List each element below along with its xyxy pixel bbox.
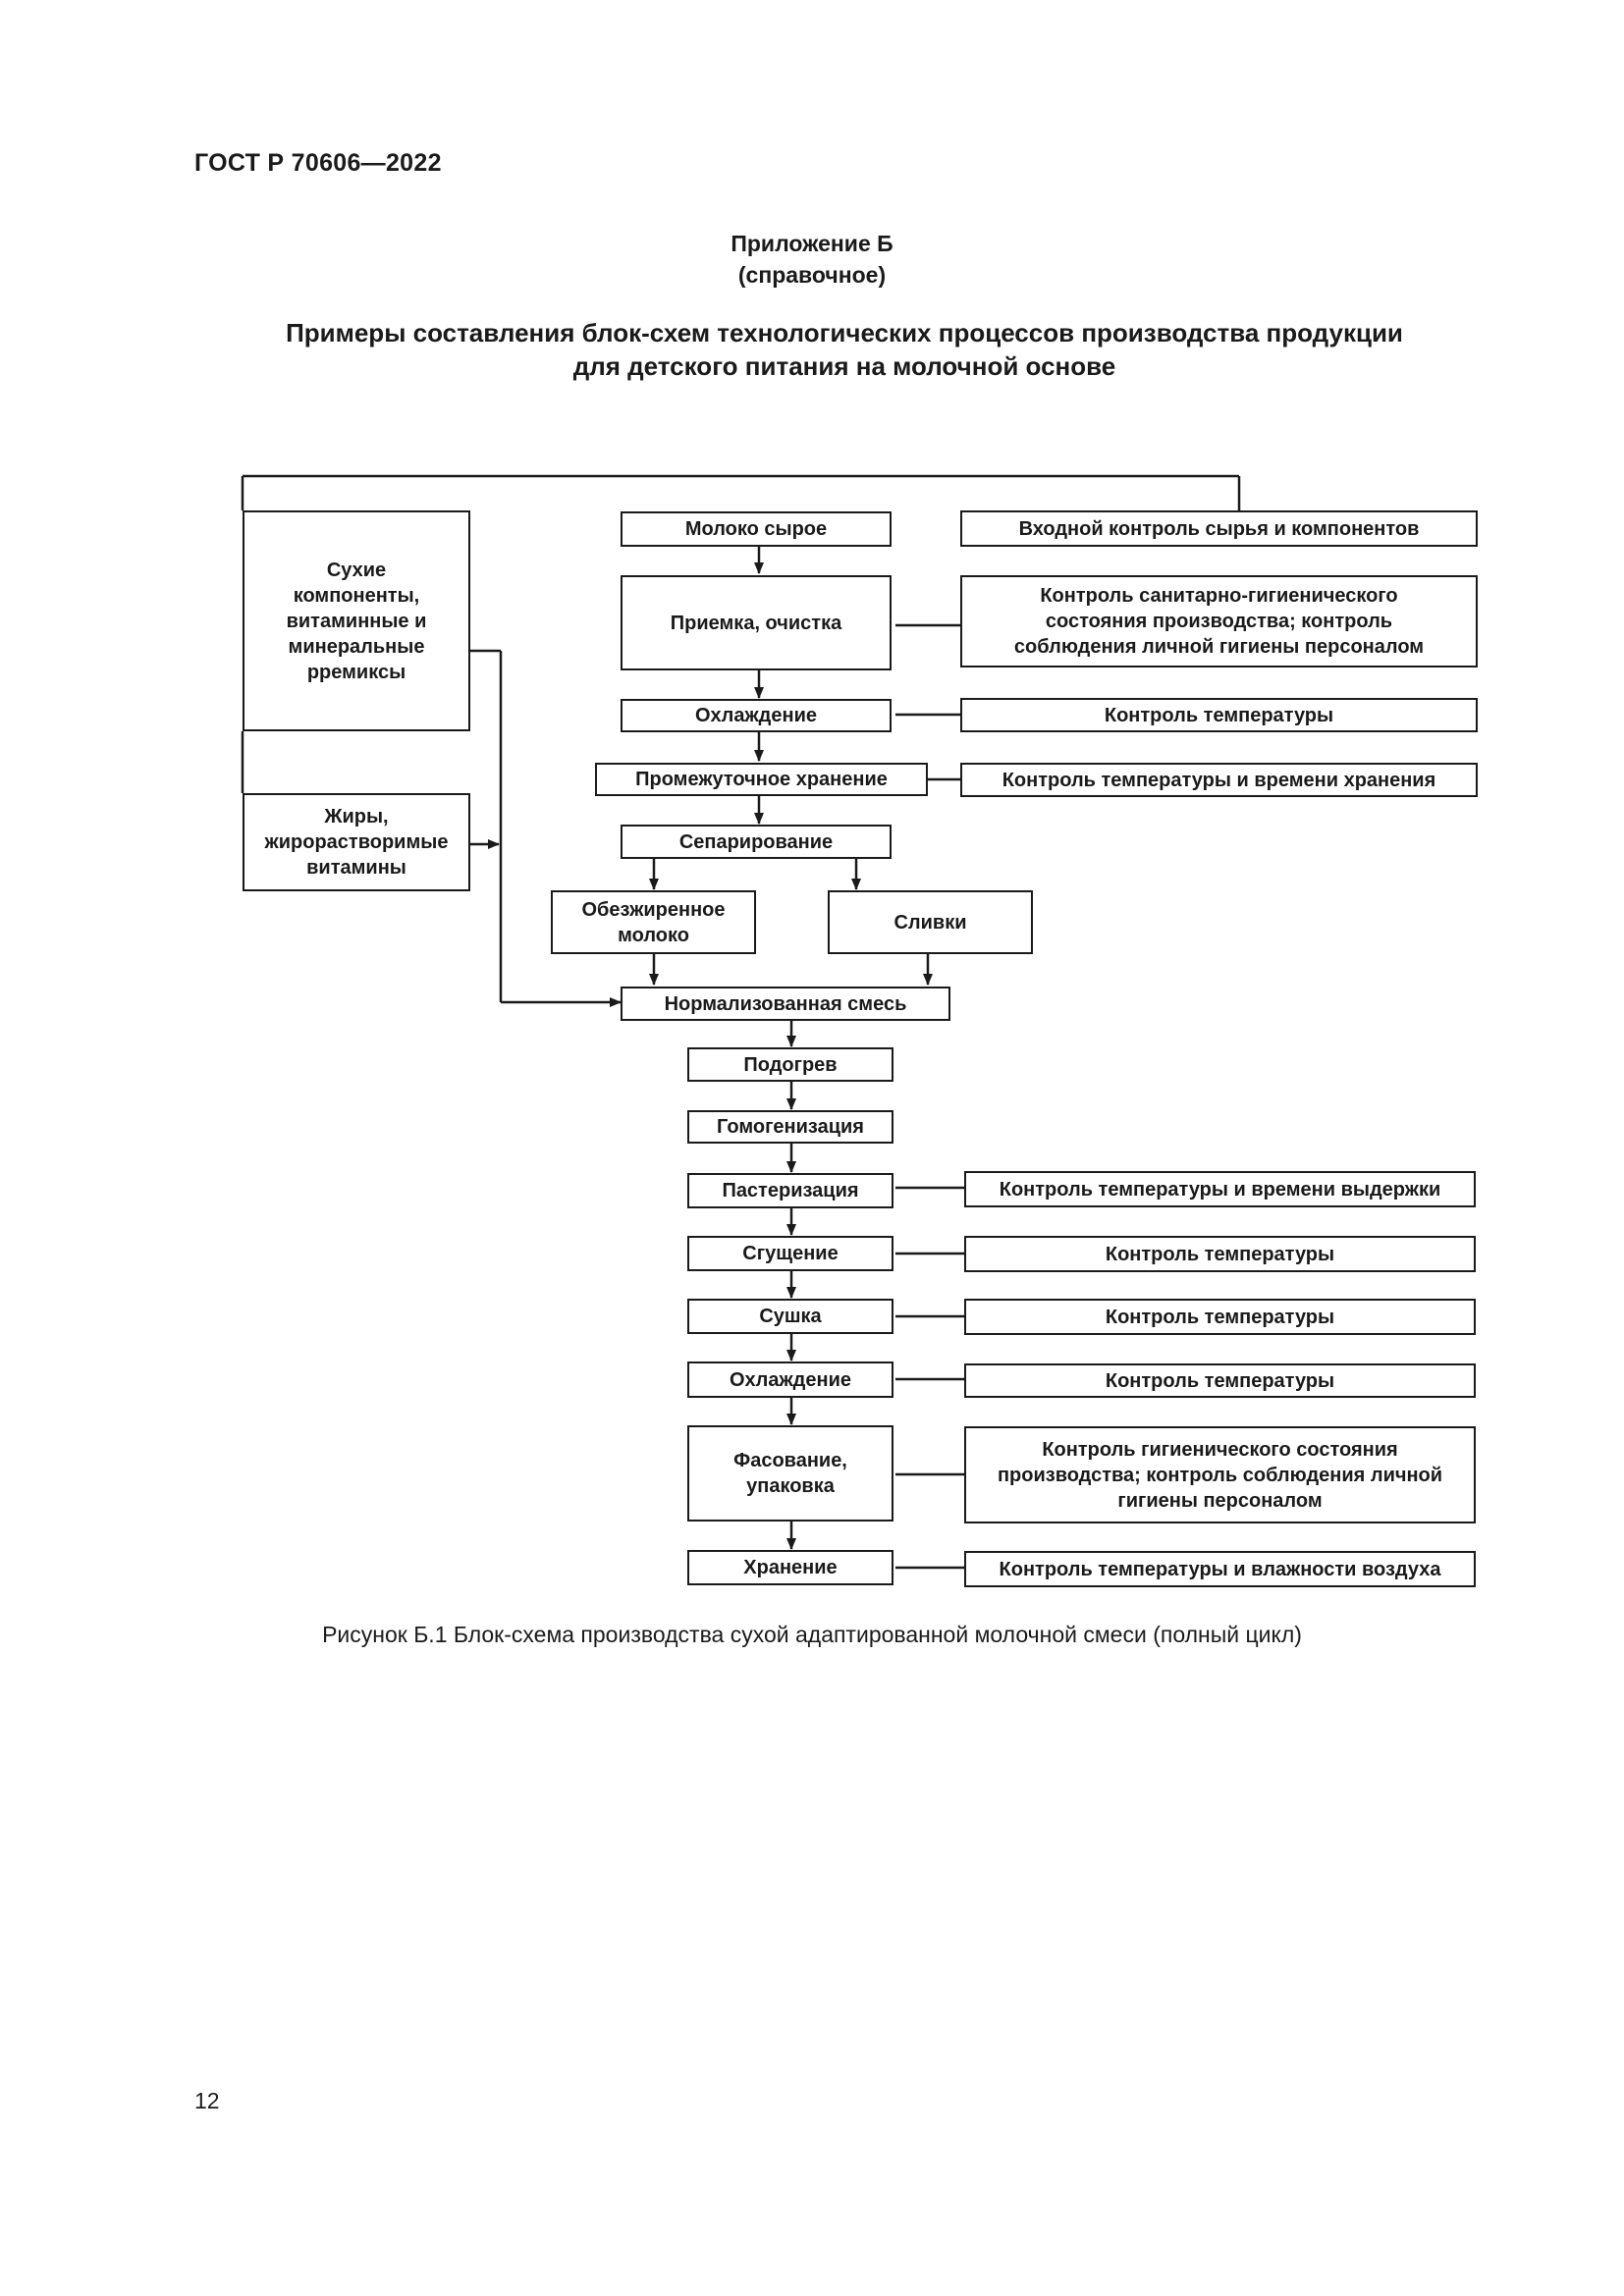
box-pasteurization-label: Пастеризация bbox=[722, 1180, 859, 1201]
box-control-temp-time-storage-label: Контроль температуры и времени хранения bbox=[1001, 769, 1436, 791]
box-condensing: Сгущение bbox=[687, 1236, 893, 1271]
box-control-temp-humidity-label: Контроль температуры и влажности воздуха bbox=[999, 1558, 1441, 1580]
box-control-temp-1: Контроль температуры bbox=[960, 698, 1478, 732]
box-cooling-1-label: Охлаждение bbox=[694, 705, 817, 726]
box-packing-label: Фасование, упаковка bbox=[733, 1450, 847, 1497]
box-cooling-2: Охлаждение bbox=[687, 1362, 893, 1398]
box-normalized-mix-label: Нормализованная смесь bbox=[664, 992, 907, 1015]
box-cooling-1: Охлаждение bbox=[621, 699, 892, 732]
box-control-temp-4: Контроль температуры bbox=[964, 1363, 1476, 1398]
box-heating: Подогрев bbox=[687, 1047, 893, 1082]
box-separation: Сепарирование bbox=[621, 825, 892, 859]
document-id: ГОСТ Р 70606—2022 bbox=[194, 149, 442, 177]
box-skim-milk: Обезжиренное молоко bbox=[551, 890, 756, 954]
box-drying-label: Сушка bbox=[759, 1306, 822, 1327]
appendix-heading: Приложение Б (справочное) bbox=[0, 228, 1624, 291]
box-receiving-label: Приемка, очистка bbox=[670, 612, 842, 634]
box-control-temp-2: Контроль температуры bbox=[964, 1236, 1476, 1272]
box-homogenization-label: Гомогенизация bbox=[717, 1116, 864, 1138]
box-cooling-2-label: Охлаждение bbox=[729, 1368, 851, 1391]
box-control-temp-time-storage: Контроль температуры и времени хранения bbox=[960, 763, 1478, 797]
box-control-hygiene: Контроль гигиенического состояния произв… bbox=[964, 1426, 1476, 1523]
box-condensing-label: Сгущение bbox=[742, 1243, 839, 1264]
figure-caption: Рисунок Б.1 Блок-схема производства сухо… bbox=[322, 1622, 1302, 1647]
box-pasteurization: Пастеризация bbox=[687, 1173, 893, 1208]
box-control-temp-time-hold: Контроль температуры и времени выдержки bbox=[964, 1171, 1476, 1207]
box-control-temp-1-label: Контроль температуры bbox=[1104, 704, 1334, 726]
box-homogenization: Гомогенизация bbox=[687, 1110, 893, 1144]
box-control-sanitary-label: Контроль санитарно-гигиенического состоя… bbox=[1013, 585, 1425, 658]
section-title-line2: для детского питания на молочной основе bbox=[572, 351, 1116, 381]
appendix-subtitle: (справочное) bbox=[737, 262, 887, 288]
box-control-incoming-label: Входной контроль сырья и компонентов bbox=[1018, 517, 1420, 540]
box-dry-components: Сухие компоненты, витаминные и минеральн… bbox=[243, 510, 470, 731]
box-interim-storage: Промежуточное хранение bbox=[595, 763, 928, 796]
box-control-temp-3-label: Контроль температуры bbox=[1105, 1306, 1335, 1328]
section-title: Примеры составления блок-схем технологич… bbox=[226, 316, 1463, 383]
box-control-sanitary: Контроль санитарно-гигиенического состоя… bbox=[960, 575, 1478, 667]
box-fats-vitamins: Жиры, жирорастворимые витамины bbox=[243, 793, 470, 891]
box-control-temp-humidity: Контроль температуры и влажности воздуха bbox=[964, 1551, 1476, 1587]
section-title-line1: Примеры составления блок-схем технологич… bbox=[286, 318, 1403, 347]
box-heating-label: Подогрев bbox=[743, 1053, 838, 1076]
box-dry-components-label: Сухие компоненты, витаминные и минеральн… bbox=[286, 559, 427, 683]
box-cream: Сливки bbox=[828, 890, 1033, 954]
box-interim-storage-label: Промежуточное хранение bbox=[635, 769, 888, 790]
box-raw-milk-label: Молоко сырое bbox=[684, 518, 828, 540]
box-control-incoming: Входной контроль сырья и компонентов bbox=[960, 510, 1478, 547]
box-storage-label: Хранение bbox=[743, 1557, 838, 1578]
box-separation-label: Сепарирование bbox=[678, 830, 834, 853]
box-skim-milk-label: Обезжиренное молоко bbox=[581, 898, 726, 946]
page-number: 12 bbox=[194, 2088, 220, 2113]
box-control-temp-4-label: Контроль температуры bbox=[1105, 1369, 1335, 1392]
box-cream-label: Сливки bbox=[893, 911, 967, 934]
box-drying: Сушка bbox=[687, 1299, 893, 1334]
box-control-hygiene-label: Контроль гигиенического состояния произв… bbox=[997, 1438, 1443, 1512]
box-fats-vitamins-label: Жиры, жирорастворимые витамины bbox=[264, 806, 449, 879]
box-control-temp-2-label: Контроль температуры bbox=[1105, 1243, 1335, 1265]
box-receiving: Приемка, очистка bbox=[621, 575, 892, 670]
box-storage: Хранение bbox=[687, 1550, 893, 1585]
box-packing: Фасование, упаковка bbox=[687, 1425, 893, 1522]
box-control-temp-3: Контроль температуры bbox=[964, 1299, 1476, 1335]
box-normalized-mix: Нормализованная смесь bbox=[621, 987, 950, 1021]
appendix-title: Приложение Б bbox=[731, 231, 893, 256]
box-raw-milk: Молоко сырое bbox=[621, 511, 892, 547]
box-control-temp-time-hold-label: Контроль температуры и времени выдержки bbox=[999, 1178, 1441, 1201]
